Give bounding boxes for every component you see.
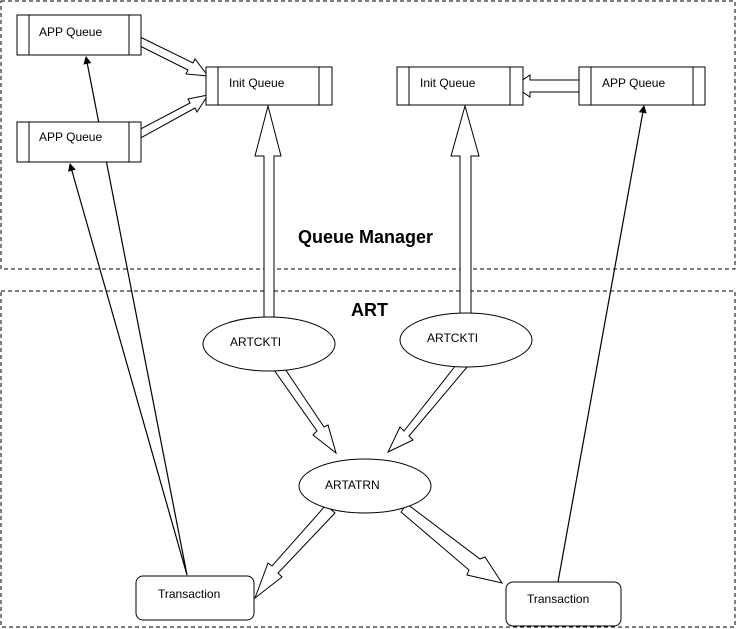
arrow-artckti-right-to-artatrn [386,359,469,454]
transaction-left-box: Transaction [135,575,255,621]
init-queue-left-label: Init Queue [229,76,285,90]
artckti-right-node: ARTCKTI [399,312,533,368]
connector-transaction-left-to-app-queue-mid [68,163,188,576]
artckti-right-label: ARTCKTI [427,331,478,345]
art-region [0,290,736,628]
artatrn-label: ARTATRN [325,478,380,492]
artatrn-node: ARTATRN [298,458,432,514]
init-queue-right-label: Init Queue [420,76,476,90]
arrow-app-queue-mid-to-init-queue [132,94,210,141]
app-queue-mid-left-label: APP Queue [39,130,102,144]
artckti-left-node: ARTCKTI [202,316,336,372]
queue-manager-title: Queue Manager [298,227,433,247]
transaction-right-box: Transaction [505,581,622,627]
artckti-left-label: ARTCKTI [230,335,281,349]
connector-transaction-right-to-app-queue-right [557,105,647,583]
app-queue-right: APP Queue [578,66,706,106]
app-queue-top-left-label: APP Queue [39,25,102,39]
arrow-artckti-left-to-init-queue [254,104,282,318]
arrow-app-queue-right-to-init-queue [513,74,580,98]
art-title: ART [351,300,388,320]
app-queue-top-left: APP Queue [16,14,142,56]
arrow-artatrn-to-transaction-right [400,503,504,584]
init-queue-left: Init Queue [205,66,333,106]
queue-manager-region [0,0,736,270]
app-queue-mid-left: APP Queue [16,121,142,163]
app-queue-right-label: APP Queue [602,76,665,90]
transaction-right-label: Transaction [527,592,589,606]
transaction-left-label: Transaction [158,587,220,601]
arrow-artatrn-to-transaction-left [253,504,336,600]
arrow-artckti-right-to-init-queue [450,104,480,316]
init-queue-right: Init Queue [396,66,524,106]
